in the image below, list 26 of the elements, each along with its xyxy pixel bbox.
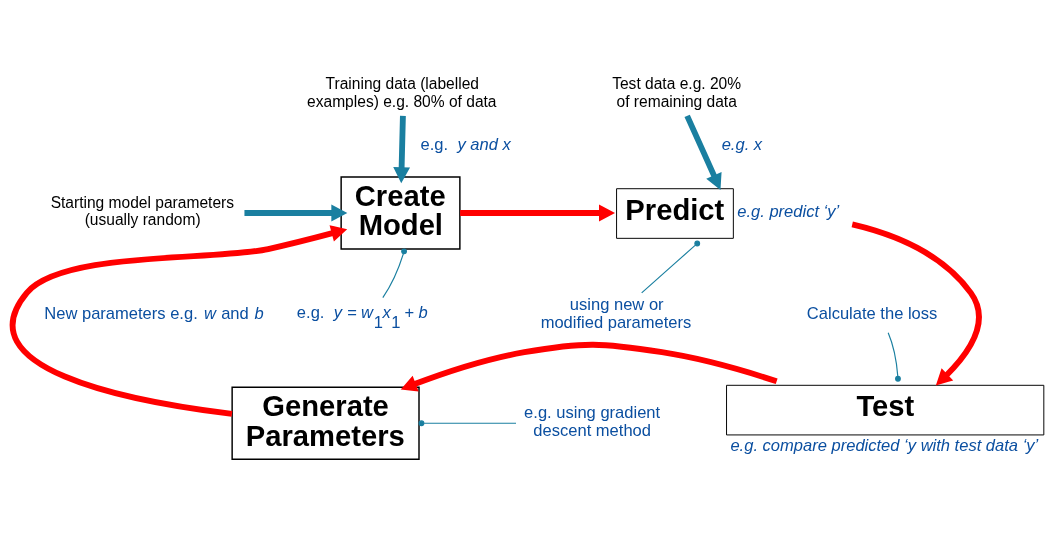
arrow <box>9 224 348 417</box>
arrow <box>393 115 411 183</box>
arrow <box>460 204 615 221</box>
node-text: Test data e.g. 20% of remaining data <box>612 74 742 110</box>
node-text: Calculate the loss <box>806 303 938 323</box>
edge-label: New parameters e.g. w and b <box>44 303 264 323</box>
arrow <box>244 204 348 221</box>
edge-label: e.g. y and x <box>420 134 511 154</box>
arrow <box>400 341 778 392</box>
node-box: Predict <box>616 187 734 239</box>
connector <box>887 331 901 382</box>
node-text: Starting model parameters (usually random) <box>50 193 235 228</box>
node-text: Training data (labelled examples) e.g. 80% of data <box>307 74 497 110</box>
arrow <box>851 221 982 386</box>
node-text: e.g. using gradient descent method <box>524 402 661 440</box>
arrow <box>684 114 722 190</box>
connector <box>641 240 701 293</box>
node-box: Test <box>726 384 1045 435</box>
node-label: e.g. predict ‘y’ <box>737 201 840 221</box>
connector <box>382 247 407 298</box>
node-box: Generate Parameters <box>231 386 420 460</box>
edge-label: e.g. x <box>721 134 763 154</box>
node-text: using new or modified parameters <box>540 294 692 332</box>
node-box: Create Model <box>340 175 461 250</box>
node-label: e.g. compare predicted ‘y with test data ‘y’ <box>730 435 1039 455</box>
connector <box>418 419 517 426</box>
